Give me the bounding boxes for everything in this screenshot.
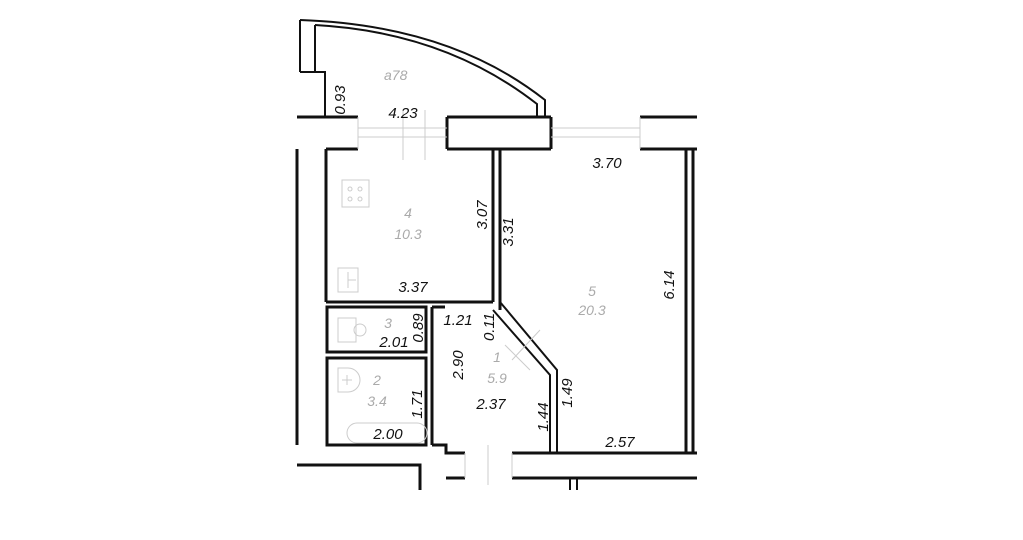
diagonal-partition [492,301,558,453]
dim-corridor-width: 2.37 [475,396,506,413]
balcony-label: а78 [384,67,408,83]
dim-kitchen-bottom: 3.37 [398,279,428,296]
stair-wall [297,463,697,490]
room-number: 4 [404,205,412,221]
room-area: 3.4 [367,393,387,409]
bathtub-icon [346,422,428,444]
room-area: 10.3 [394,226,421,242]
exterior-wall-top [297,115,697,151]
room-number: 5 [588,283,596,299]
room-area: 20.3 [577,302,605,318]
room-number: 1 [493,349,501,365]
bathroom [325,356,428,447]
dim-room5-left: 3.31 [500,217,517,246]
dim-balcony-depth: 0.93 [332,85,349,115]
dim-balcony-width: 4.23 [388,105,418,122]
dim-bath-width: 2.00 [372,426,403,443]
room-area: 5.9 [487,370,507,386]
dim-room5-top: 3.70 [592,155,622,172]
dim-wc-height: 0.89 [410,313,427,343]
dim-room5-bottom: 2.57 [604,434,635,451]
dim-room5-diag: 1.49 [559,378,576,408]
window-kitchen [357,110,447,160]
room5-wall-right [684,149,695,453]
door-room5 [504,329,541,371]
entrance-door [464,445,513,485]
dim-corridor-step: 0.11 [481,313,498,341]
toilet-icon [337,317,367,343]
room-number: 2 [372,372,381,388]
exterior-wall-bottom [432,443,697,455]
window-room [551,117,641,149]
dim-wc-width: 2.01 [378,334,408,351]
wall-stub [569,478,578,490]
dim-corridor-left: 2.90 [450,350,467,381]
wc-room [325,305,428,354]
balcony [299,19,546,118]
room-number: 3 [384,315,392,331]
dim-corridor-right: 1.44 [535,402,552,431]
sink-icon [337,267,359,293]
dim-room5-right: 6.14 [661,270,678,299]
corridor-wall-left [430,305,445,445]
stove-icon [341,179,370,208]
dim-corridor-top: 1.21 [443,312,472,329]
washbasin-icon [337,367,361,393]
dim-bath-height: 1.71 [409,389,426,418]
dim-kitchen-right: 3.07 [474,200,491,230]
kitchen-partition [326,149,502,310]
